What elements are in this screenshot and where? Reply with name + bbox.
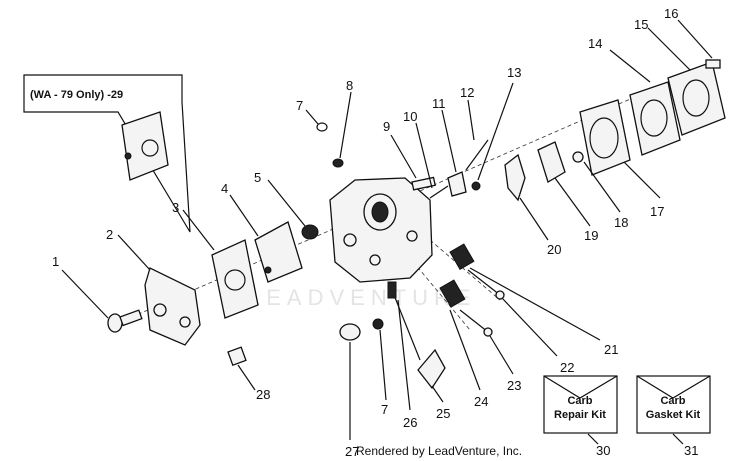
kit-gasket-line1: Carb [660, 395, 685, 407]
label-17: 17 [650, 204, 664, 219]
part-1-screw [107, 309, 143, 333]
label-4: 4 [221, 181, 228, 196]
part-17-gasket [579, 99, 631, 176]
label-19: 19 [584, 228, 598, 243]
leader-lines [61, 19, 713, 440]
part-5-screen [301, 224, 319, 240]
part-27-plate [339, 323, 361, 341]
part-14-metering-plate [629, 81, 681, 156]
label-14: 14 [588, 36, 602, 51]
kit-gasket-line2: Gasket Kit [646, 409, 701, 421]
part-15-cover [667, 61, 726, 136]
part-8-washer [332, 158, 344, 168]
part-20-gasket [504, 153, 526, 202]
label-8: 8 [346, 78, 353, 93]
kit-repair-line2: Repair Kit [554, 409, 606, 421]
part-3-gasket [211, 239, 259, 319]
render-credit: Rendered by LeadVenture, Inc. [356, 444, 523, 458]
kit-gasket-number: 31 [684, 443, 698, 458]
label-12: 12 [460, 85, 474, 100]
callout-label: (WA - 79 Only) -29 [30, 89, 123, 101]
part-11-lever [447, 171, 467, 197]
label-7-top: 7 [296, 98, 303, 113]
label-27: 27 [345, 444, 359, 459]
label-24: 24 [474, 394, 488, 409]
label-20: 20 [547, 242, 561, 257]
kit-gasket: Carb Gasket Kit 31 [636, 375, 711, 458]
part-26-shaft [387, 281, 421, 361]
label-2: 2 [106, 227, 113, 242]
label-21: 21 [604, 342, 618, 357]
part-18-button [572, 151, 584, 163]
part-4-diaphragm [254, 221, 303, 283]
kit-repair: Carb Repair Kit 30 [543, 375, 618, 458]
label-13: 13 [507, 65, 521, 80]
label-1: 1 [52, 254, 59, 269]
kit-repair-number: 30 [596, 443, 610, 458]
part-24-spring [439, 279, 466, 308]
watermark: LEADVENTURE [248, 285, 477, 310]
label-11: 11 [432, 96, 446, 111]
label-9: 9 [383, 119, 390, 134]
label-23: 23 [507, 378, 521, 393]
label-25: 25 [436, 406, 450, 421]
label-5: 5 [254, 170, 261, 185]
part-12-pin [465, 139, 489, 191]
part-7-clip [316, 122, 328, 132]
label-15: 15 [634, 17, 648, 32]
part-25-lever [417, 348, 446, 390]
label-7-bottom: 7 [381, 402, 388, 417]
label-28: 28 [256, 387, 270, 402]
kit-repair-line1: Carb [567, 395, 592, 407]
part-21-spring [449, 243, 475, 271]
part-19-diaphragm [537, 141, 566, 183]
label-26: 26 [403, 415, 417, 430]
part-9-spring [411, 176, 436, 191]
carburetor-body [329, 177, 433, 283]
part-7-screw [372, 318, 384, 330]
part-22-needle [467, 269, 505, 300]
callout-wa79: (WA - 79 Only) -29 [23, 74, 191, 233]
part-28-screw [227, 346, 247, 366]
part-23-needle [459, 309, 493, 337]
label-18: 18 [614, 215, 628, 230]
label-10: 10 [403, 109, 417, 124]
part-2-pump-cover [144, 267, 201, 346]
part-10-needle [429, 185, 449, 199]
part-number-labels: 1 2 3 4 5 7 8 9 10 11 12 13 14 15 16 17 … [52, 6, 678, 459]
label-3: 3 [172, 200, 179, 215]
label-22: 22 [560, 360, 574, 375]
label-16: 16 [664, 6, 678, 21]
part-16-screw [705, 59, 721, 69]
